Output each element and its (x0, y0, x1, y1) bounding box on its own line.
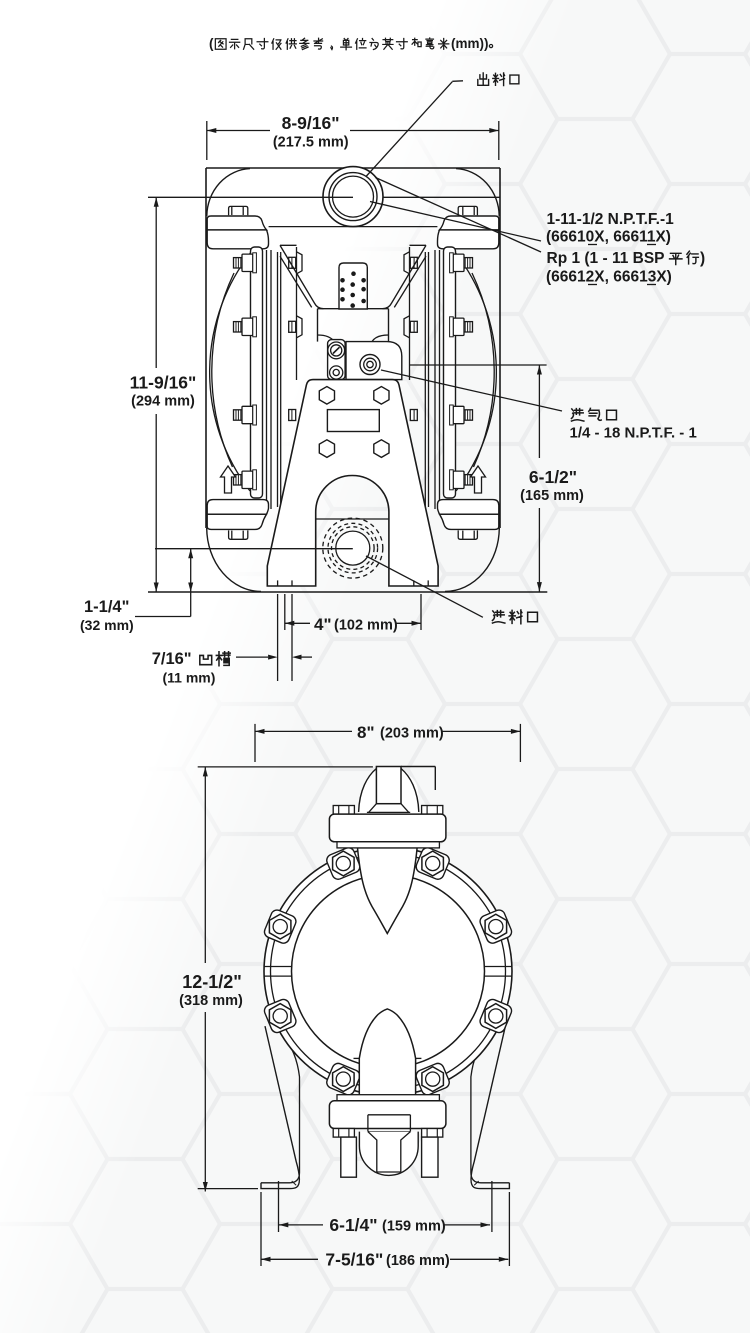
svg-text:(11 mm): (11 mm) (163, 670, 216, 686)
svg-text:(mm)): (mm)) (451, 36, 489, 51)
svg-text:(186 mm): (186 mm) (386, 1253, 450, 1269)
svg-text:(102 mm): (102 mm) (334, 618, 398, 634)
svg-text:6-1/4": 6-1/4" (329, 1215, 377, 1235)
svg-text:11-9/16": 11-9/16" (130, 373, 197, 393)
svg-text:1-11-1/2 N.P.T.F.-1: 1-11-1/2 N.P.T.F.-1 (547, 211, 675, 228)
svg-text:8": 8" (357, 723, 375, 742)
svg-text:1-1/4": 1-1/4" (84, 598, 129, 616)
svg-text:(217.5 mm): (217.5 mm) (273, 135, 349, 151)
svg-text:Rp 1 (1 - 11 BSP: Rp 1 (1 - 11 BSP (547, 250, 665, 267)
svg-text:(159 mm): (159 mm) (382, 1219, 446, 1235)
svg-text:(203 mm): (203 mm) (380, 726, 444, 742)
svg-text:(: ( (209, 36, 214, 51)
svg-text:4": 4" (314, 615, 332, 634)
svg-text:(66610X, 66611X): (66610X, 66611X) (546, 229, 671, 246)
svg-text:(165 mm): (165 mm) (520, 488, 584, 504)
svg-text:8-9/16": 8-9/16" (282, 113, 340, 133)
svg-text:7-5/16": 7-5/16" (325, 1250, 383, 1270)
svg-text:(66612X, 66613X): (66612X, 66613X) (546, 269, 672, 286)
svg-text:(32 mm): (32 mm) (80, 617, 134, 633)
svg-text:12-1/2": 12-1/2" (182, 972, 242, 992)
svg-text:1/4 - 18 N.P.T.F. - 1: 1/4 - 18 N.P.T.F. - 1 (570, 425, 697, 442)
svg-text:(318 mm): (318 mm) (179, 993, 243, 1009)
svg-text:7/16": 7/16" (152, 650, 192, 668)
svg-text:): ) (700, 250, 705, 267)
svg-text:(294 mm): (294 mm) (131, 394, 195, 410)
svg-text:6-1/2": 6-1/2" (529, 467, 577, 487)
